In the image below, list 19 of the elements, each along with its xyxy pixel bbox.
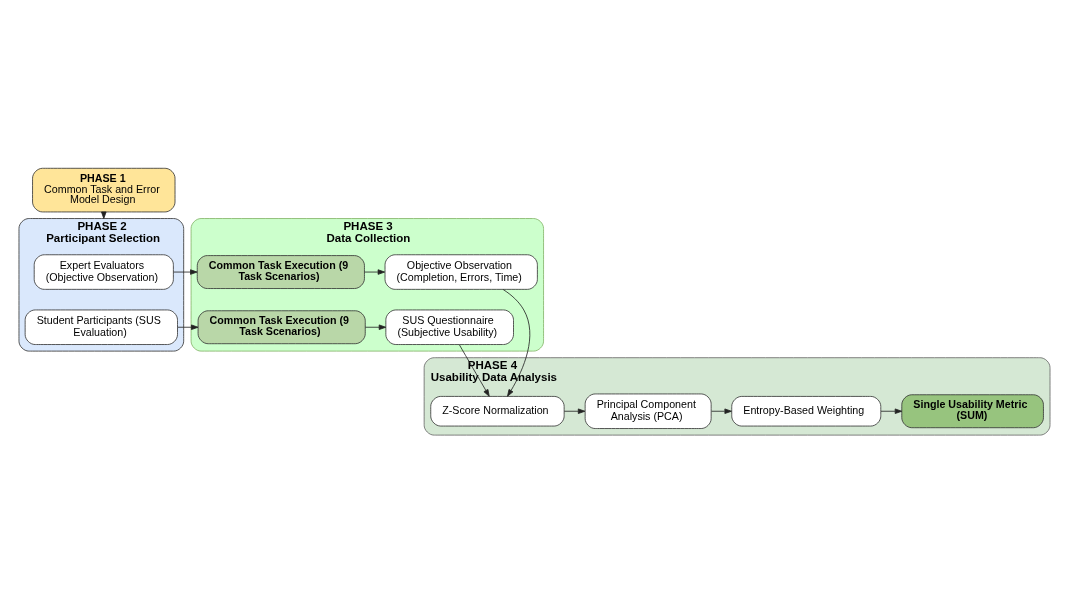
arrow — [364, 268, 386, 275]
node-box: Objective Observation (Completion, Errors, Time) — [384, 253, 538, 290]
arrow — [177, 324, 199, 330]
node-box: Common Task Execution (9 Task Scenarios) — [197, 309, 366, 344]
node-box: Single Usability Metric (SUM) — [901, 393, 1044, 428]
node-box: Entropy-Based Weighting — [731, 395, 882, 426]
arrow — [711, 408, 732, 414]
arrow — [502, 288, 531, 397]
node-box: Principal Component Analysis (PCA) — [584, 393, 712, 429]
node-box: Student Participants (SUS Evaluation) — [24, 309, 178, 345]
node-box: Common Task Execution (9 Task Scenarios) — [196, 254, 365, 289]
node-box: SUS Questionnaire (Subjective Usability) — [385, 309, 514, 345]
arrow — [458, 343, 490, 397]
node-box: Expert Evaluators (Objective Observation) — [33, 253, 174, 290]
arrow — [173, 268, 198, 275]
node-box: Z-Score Normalization — [430, 395, 565, 426]
arrow — [364, 324, 387, 330]
arrow — [563, 408, 586, 414]
arrow — [880, 408, 903, 414]
